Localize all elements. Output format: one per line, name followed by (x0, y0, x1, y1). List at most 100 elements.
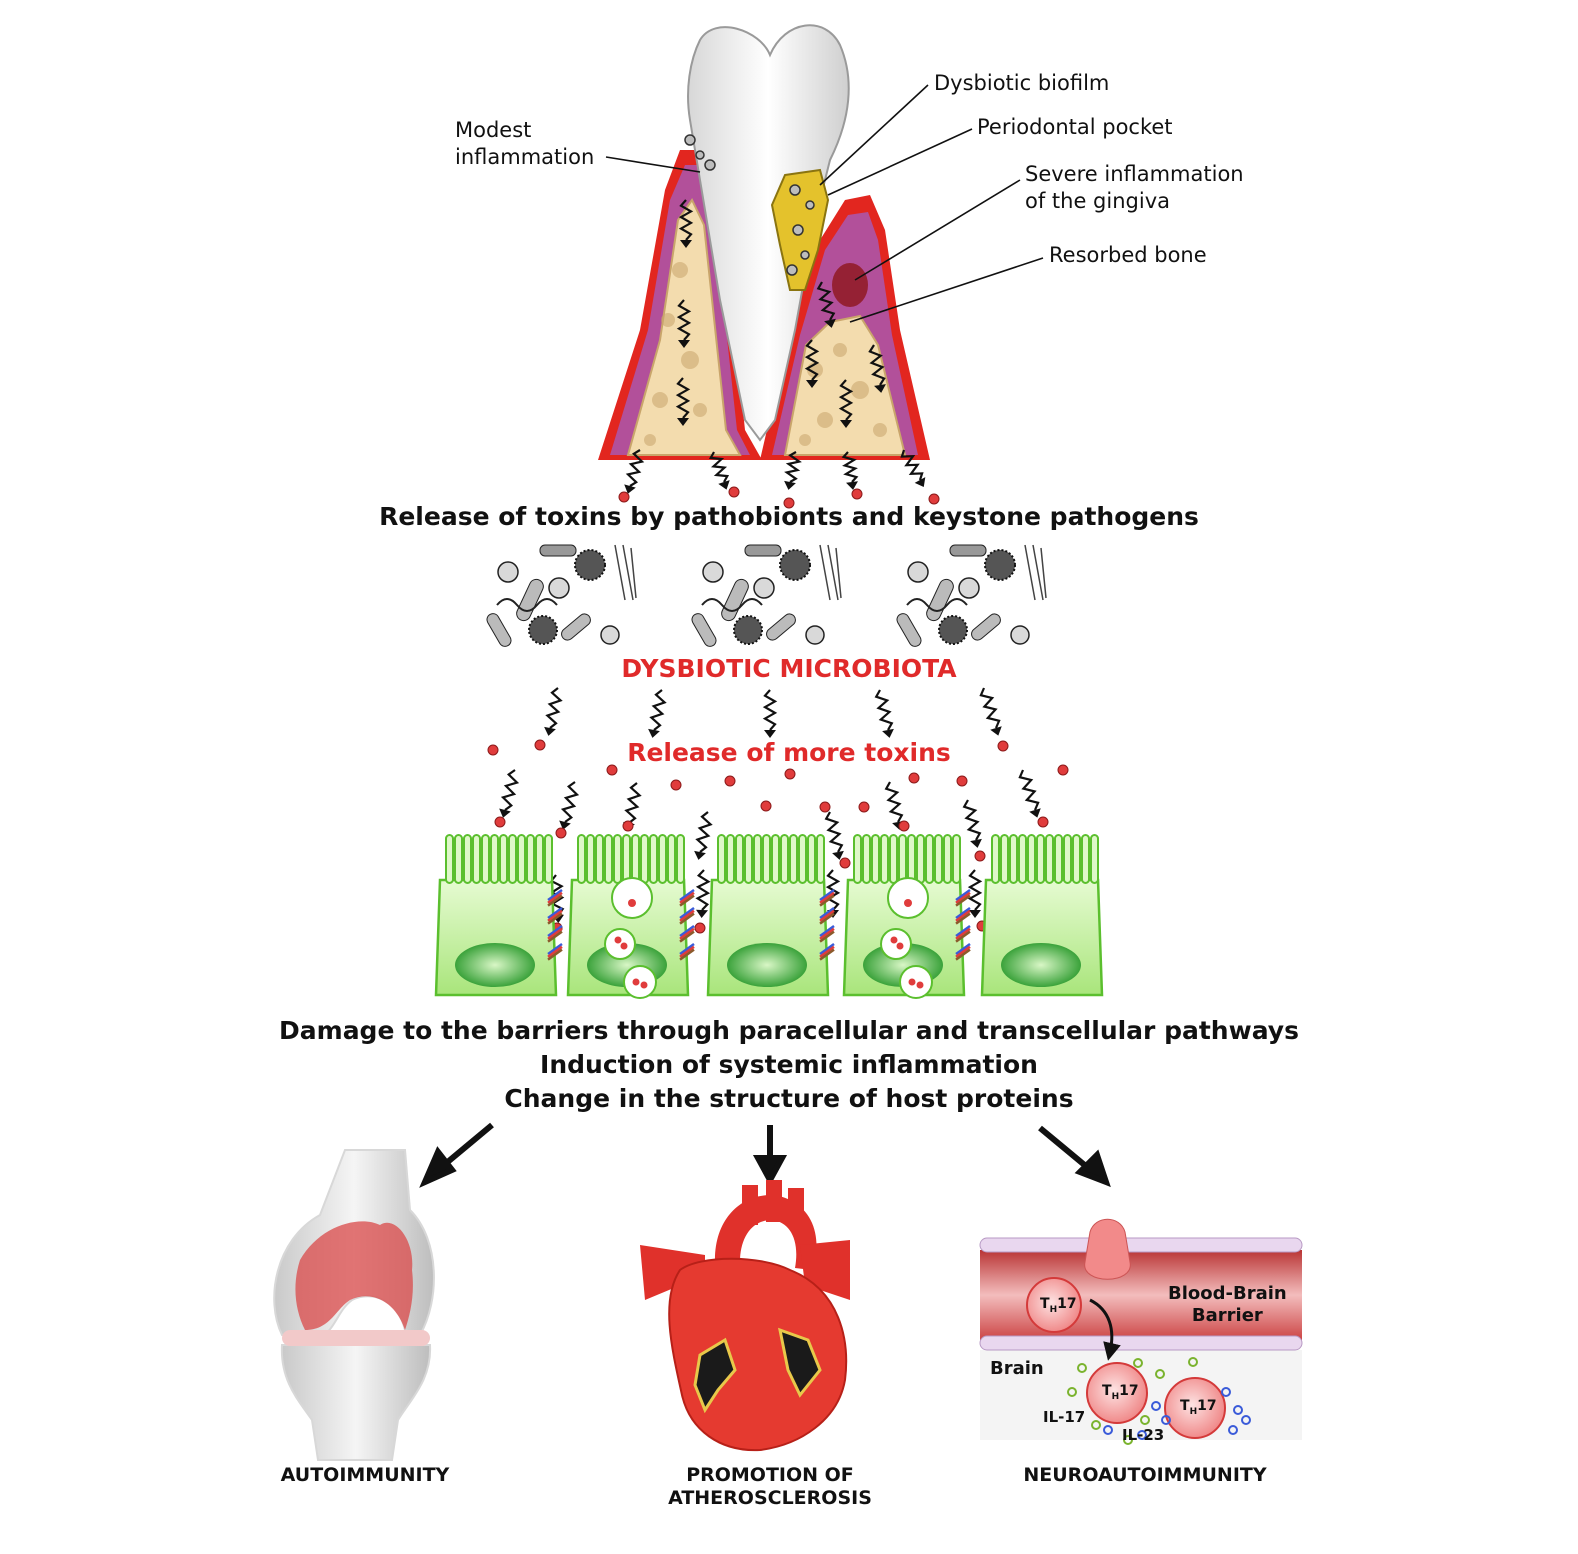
spirochete (701, 598, 763, 612)
spiky-bacterium (779, 549, 811, 581)
microvillus (1009, 834, 1018, 884)
zigzag-arrow (675, 377, 691, 426)
zigzag-head (874, 384, 886, 393)
junction-protein (679, 930, 695, 943)
severe-inflammation-spot (832, 263, 868, 307)
zigzag-line (874, 689, 894, 731)
microvillus (744, 834, 753, 884)
microvillus (753, 834, 762, 884)
headline-systemic-inflammation: Induction of systemic inflammation (540, 1050, 1038, 1079)
zigzag-head (1029, 808, 1041, 818)
epithelial-cell (980, 834, 1104, 997)
microvillus (535, 834, 544, 884)
zigzag-arrow (841, 451, 859, 490)
rod-bacterium (744, 544, 782, 557)
endocytic-vesicle (899, 965, 933, 999)
label-blood-brain-barrier: Blood-Brain Barrier (1168, 1283, 1287, 1326)
microvillus (1045, 834, 1054, 884)
toxin-dot (728, 486, 740, 498)
zigzag-arrow (708, 451, 730, 490)
zigzag-head (677, 418, 689, 426)
zigzag-arrow (694, 811, 713, 860)
toxin-dot (928, 493, 940, 505)
junction-protein (955, 912, 971, 925)
microvillus (735, 834, 744, 884)
zigzag-arrow (559, 781, 580, 830)
junction-protein (547, 891, 563, 904)
microbe-cluster (896, 544, 1047, 647)
filament (819, 544, 842, 601)
coronary-plaque-2 (778, 1327, 822, 1398)
microvillus (445, 834, 454, 884)
junction-protein (955, 891, 971, 904)
microvillus (871, 834, 880, 884)
tight-junction (819, 888, 835, 961)
zigzag-head (559, 820, 571, 830)
junction-protein (679, 888, 695, 902)
outcome-atherosclerosis: PROMOTION OF ATHEROSCLEROSIS (668, 1464, 872, 1509)
vesicle-toxin (904, 899, 912, 907)
headline-release-more-toxins: Release of more toxins (627, 738, 951, 767)
coccus (548, 577, 570, 599)
blood-brain-barrier-inset (979, 1218, 1303, 1445)
junction-protein (679, 906, 695, 920)
il17-dot (1091, 1420, 1101, 1430)
toxin-dot (858, 801, 870, 813)
zigzag-head (824, 318, 836, 328)
callout-severe-inflammation: Severe inflammation of the gingiva (1025, 162, 1244, 213)
junction-protein (819, 912, 835, 925)
microvillus (934, 834, 943, 884)
il17-dot (1067, 1387, 1077, 1397)
microvillus (631, 834, 640, 884)
zigzag-line (841, 451, 859, 483)
coccus (805, 625, 825, 645)
zigzag-arrow (544, 687, 563, 736)
junction-protein (819, 906, 835, 920)
zigzag-line (967, 869, 983, 911)
il23-dot (1103, 1425, 1113, 1435)
coronary-plaque-1 (693, 1337, 737, 1414)
zigzag-line (824, 811, 844, 853)
il23-dot (1241, 1415, 1251, 1425)
zigzag-head (882, 728, 894, 738)
junction-protein (679, 894, 695, 907)
zigzag-line (676, 299, 692, 341)
toxin-dot (819, 801, 831, 813)
zigzag-line (868, 344, 886, 386)
zigzag-line (962, 799, 982, 841)
headline-host-proteins: Change in the structure of host proteins (504, 1084, 1074, 1113)
junction-protein (955, 930, 971, 943)
tight-junction (955, 888, 971, 961)
zigzag-arrow (648, 689, 667, 738)
junction-protein (547, 909, 563, 922)
zigzag-line (695, 811, 713, 853)
microvillus (1090, 834, 1099, 884)
th17-cell-brain-1 (1086, 1362, 1148, 1424)
toxin-dot (694, 922, 706, 934)
microbe-cluster (691, 544, 842, 647)
zigzag-line (784, 451, 802, 483)
filament (1024, 544, 1047, 601)
junction-protein (547, 924, 563, 938)
microvillus (1036, 834, 1045, 884)
rod-bacterium (766, 613, 796, 641)
zigzag-head (696, 909, 708, 918)
vessel-3 (788, 1188, 804, 1224)
filament (614, 544, 637, 601)
microvillus (577, 834, 586, 884)
th17-label-brain-1: TH17 (1102, 1383, 1139, 1402)
headline-dysbiotic-microbiota: DYSBIOTIC MICROBIOTA (621, 654, 957, 683)
zigzag-arrow (868, 344, 886, 393)
dysbiotic-microbiota-clusters (486, 544, 1047, 647)
toxin-dot (670, 779, 682, 791)
junction-protein (955, 924, 971, 938)
toxin-dot (851, 488, 863, 500)
toxin-dot (622, 820, 634, 832)
toxin-dot (555, 827, 567, 839)
microvillus (649, 834, 658, 884)
microvillus (490, 834, 499, 884)
heart-illustration (640, 1180, 850, 1452)
zigzag-line (708, 451, 730, 483)
toxin-dot (956, 775, 968, 787)
toxin-dot (494, 816, 506, 828)
